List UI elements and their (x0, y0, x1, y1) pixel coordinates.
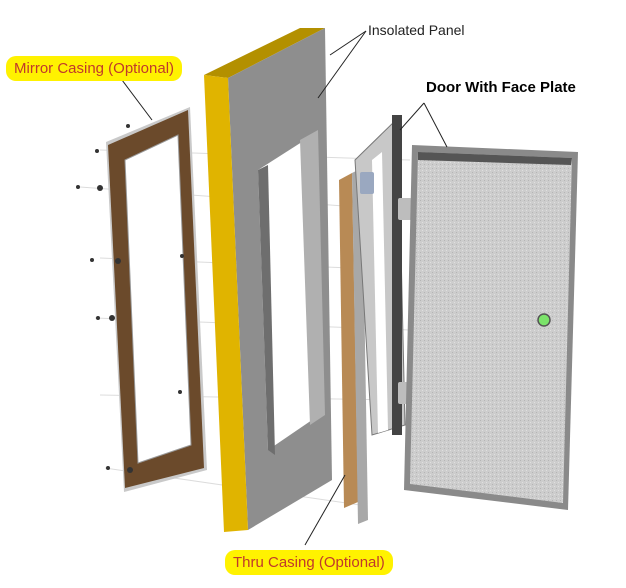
door-strike-plate (360, 172, 374, 194)
mirror-casing (106, 107, 207, 492)
label-mirror-casing: Mirror Casing (Optional) (6, 56, 183, 81)
label-thru-casing: Thru Casing (Optional) (225, 550, 393, 575)
label-insolated-panel: Insolated Panel (368, 22, 465, 38)
door-frame (354, 115, 412, 436)
leader-lines (121, 30, 448, 546)
thru-casing (339, 168, 368, 524)
door-knob (537, 313, 551, 327)
door (404, 145, 578, 510)
insolated-panel (204, 28, 332, 532)
label-door-face-plate: Door With Face Plate (426, 79, 576, 96)
fasteners (76, 124, 184, 473)
hinge (398, 198, 412, 220)
